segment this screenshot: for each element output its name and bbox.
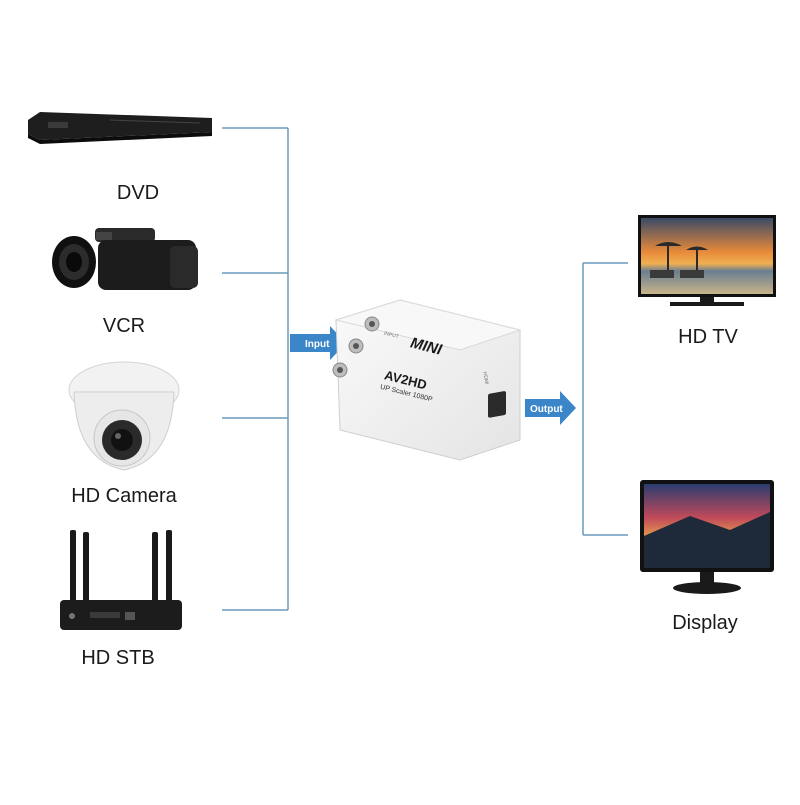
output-connector-lines	[582, 262, 628, 536]
device-port-left: INPUT	[383, 331, 399, 340]
display-label: Display	[672, 612, 738, 634]
hd-tv-label: HD TV	[678, 326, 738, 348]
display-monitor-icon	[640, 480, 774, 594]
input-connector-lines	[222, 127, 289, 611]
dome-camera-icon	[68, 361, 180, 471]
camcorder-icon	[52, 228, 198, 290]
output-arrow: Output	[525, 391, 576, 425]
hd-camera-label: HD Camera	[71, 485, 177, 507]
dvd-player-icon	[28, 112, 212, 144]
hd-stb-label: HD STB	[81, 647, 155, 669]
vcr-label: VCR	[102, 315, 146, 337]
av2hd-converter-box: MINI AV2HD UP Scaler 1080P INPUT HDMI	[332, 299, 522, 461]
hd-tv-icon	[638, 215, 776, 306]
device-port-right: HDMI	[481, 371, 489, 385]
router-icon	[60, 530, 182, 630]
dvd-label: DVD	[116, 182, 160, 204]
output-arrow-label: Output	[530, 404, 563, 415]
input-arrow-label: Input	[305, 339, 330, 350]
input-arrow: Input	[290, 326, 346, 360]
